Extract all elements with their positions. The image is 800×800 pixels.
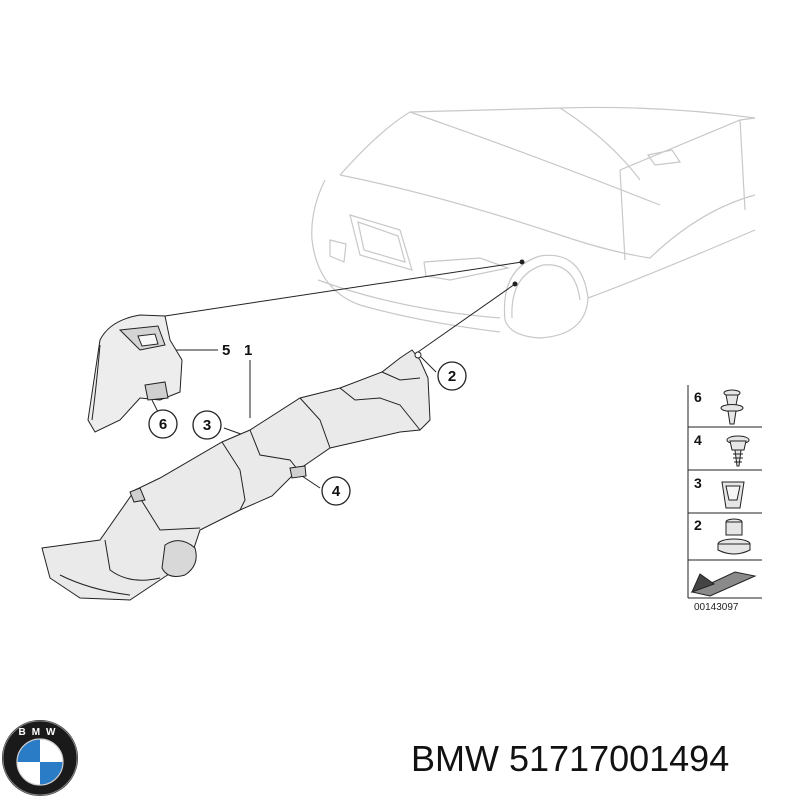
legend-label-3: 3 <box>694 475 702 491</box>
expanding-nut-icon <box>717 518 751 555</box>
diagram-code: 00143097 <box>694 602 739 613</box>
screw-icon <box>726 435 750 467</box>
legend-label-2: 2 <box>694 517 702 533</box>
bmw-logo: BMW <box>2 720 78 796</box>
legend-label-4: 4 <box>694 432 702 448</box>
legend-label-6: 6 <box>694 389 702 405</box>
brand-name: BMW <box>411 738 499 779</box>
part-1-wheel-arch-trim <box>41 349 431 601</box>
callout-3: 3 <box>192 410 222 440</box>
direction-arrow-icon <box>688 566 762 599</box>
callout-3-label: 3 <box>203 417 211 434</box>
part-5-bracket <box>87 314 183 433</box>
callout-5-label: 5 <box>222 342 230 359</box>
callout-4-label: 4 <box>332 483 341 500</box>
leader-lines <box>151 259 525 489</box>
callout-1-label: 1 <box>244 342 252 359</box>
callout-2-label: 2 <box>448 368 456 385</box>
push-rivet-icon <box>720 389 744 425</box>
clip-nut-icon <box>721 481 745 509</box>
fastener-legend: 6 4 3 2 <box>687 385 762 613</box>
callout-6: 6 <box>148 409 178 439</box>
logo-letters: BMW <box>19 727 62 738</box>
callout-4: 4 <box>321 476 351 506</box>
car-silhouette <box>311 106 756 339</box>
callout-2: 2 <box>437 361 467 391</box>
part-number: 51717001494 <box>508 738 730 779</box>
callout-6-label: 6 <box>159 416 167 433</box>
